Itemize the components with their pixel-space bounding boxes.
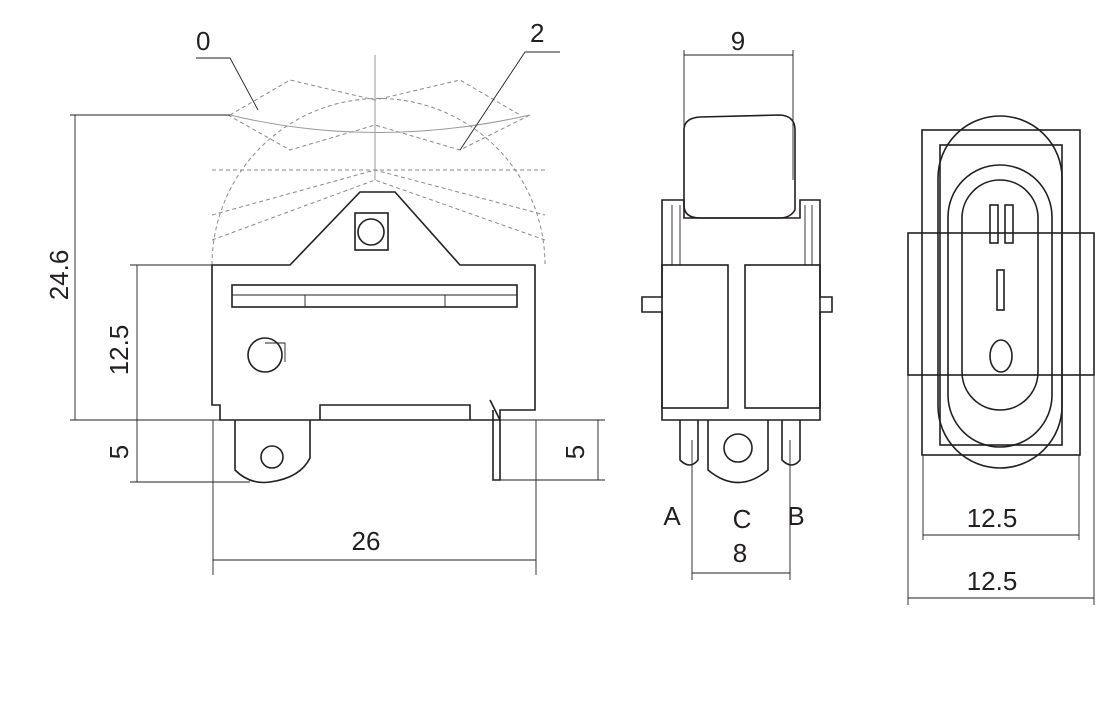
dim-pitch: 8 [733, 538, 747, 568]
front-view: 9 A C B 8 [641, 26, 833, 580]
position-label-2: 2 [530, 18, 544, 48]
dim-terminal-right: 5 [560, 445, 590, 459]
dim-terminal-left: 5 [104, 445, 134, 459]
dim-width: 26 [352, 526, 381, 556]
position-label-0: 0 [196, 26, 210, 56]
side-dimensions [70, 114, 605, 575]
dim-inner-width: 12.5 [967, 503, 1018, 533]
dim-total-height: 24.6 [44, 250, 74, 301]
top-view: 12.5 12.5 [907, 115, 1095, 605]
terminal-label-b: B [787, 501, 804, 531]
dim-outer-width: 12.5 [967, 566, 1018, 596]
terminal-label-a: A [663, 501, 681, 531]
terminal-label-c: C [733, 504, 752, 534]
dim-body-height: 12.5 [104, 325, 134, 376]
dim-top-width: 9 [731, 26, 745, 56]
rocker-swing-ghost [196, 51, 560, 266]
switch-body-side [211, 191, 536, 484]
side-view: 0 2 24.6 12.5 5 5 26 [44, 18, 605, 575]
